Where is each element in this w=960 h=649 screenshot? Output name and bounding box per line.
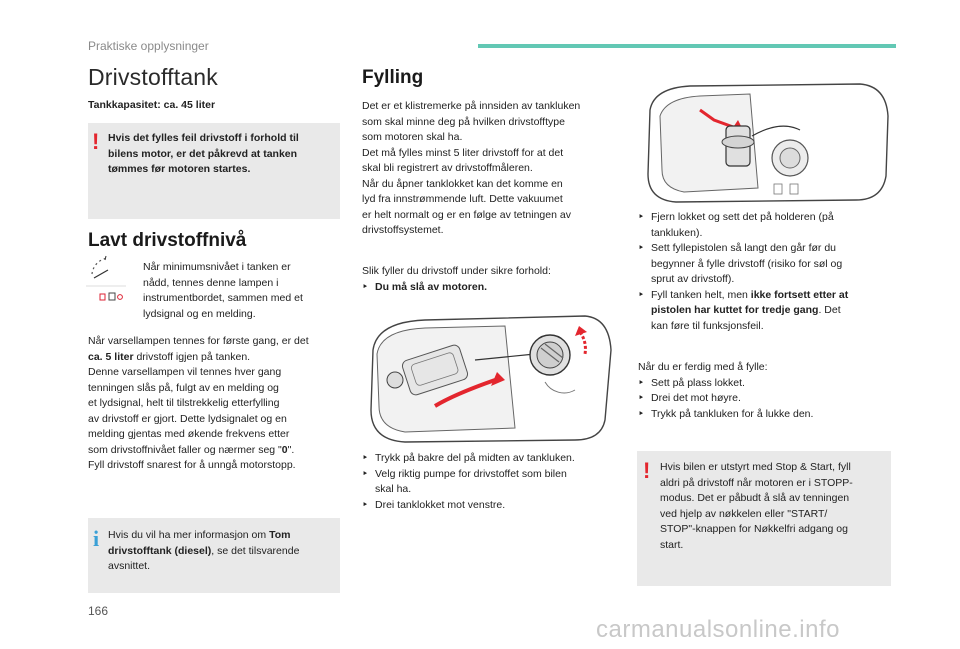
warning-icon: ! [92, 129, 100, 154]
warning-box-wrong-fuel [88, 123, 340, 219]
filling-steps: Fjern lokket og sett det på holderen (på… [638, 210, 848, 334]
info-text: Hvis du vil ha mer informasjon om Tom dr… [108, 529, 300, 572]
fuel-gauge-lamp-icon [86, 255, 126, 301]
fuel-flap-turn-cap-illustration [370, 315, 612, 443]
filling-heading: Fylling [362, 67, 424, 88]
warning-text-stop-start: Hvis bilen er utstyrt med Stop & Start, … [660, 461, 853, 551]
page-title: Drivstofftank [88, 64, 218, 90]
section-header: Praktiske opplysninger [88, 39, 209, 53]
filling-intro: Det er et klistremerke på innsiden av ta… [362, 100, 581, 236]
page-number: 166 [88, 604, 109, 618]
info-box [88, 518, 340, 593]
header-accent-bar [478, 44, 896, 48]
fuel-flap-cap-holder-illustration [647, 83, 889, 203]
warning-icon: ! [643, 458, 651, 483]
watermark: carmanualsonline.info [596, 616, 840, 643]
safety-instructions: Slik fyller du drivstoff under sikre for… [362, 264, 551, 295]
low-fuel-paragraph: Når varsellampen tennes for første gang,… [88, 335, 309, 471]
low-fuel-heading: Lavt drivstoffnivå [88, 230, 247, 251]
after-filling-steps: Når du er ferdig med å fylle: Sett på pl… [638, 360, 813, 422]
lamp-description: Når minimumsnivået i tanken er nådd, ten… [143, 261, 303, 320]
warning-text-wrong-fuel: Hvis det fylles feil drivstoff i forhold… [108, 132, 299, 175]
tank-capacity: Tankkapasitet: ca. 45 liter [88, 99, 216, 111]
info-icon: i [93, 526, 100, 551]
warning-box-stop-start [637, 451, 891, 586]
opening-steps: Trykk på bakre del på midten av tankluke… [362, 451, 575, 513]
